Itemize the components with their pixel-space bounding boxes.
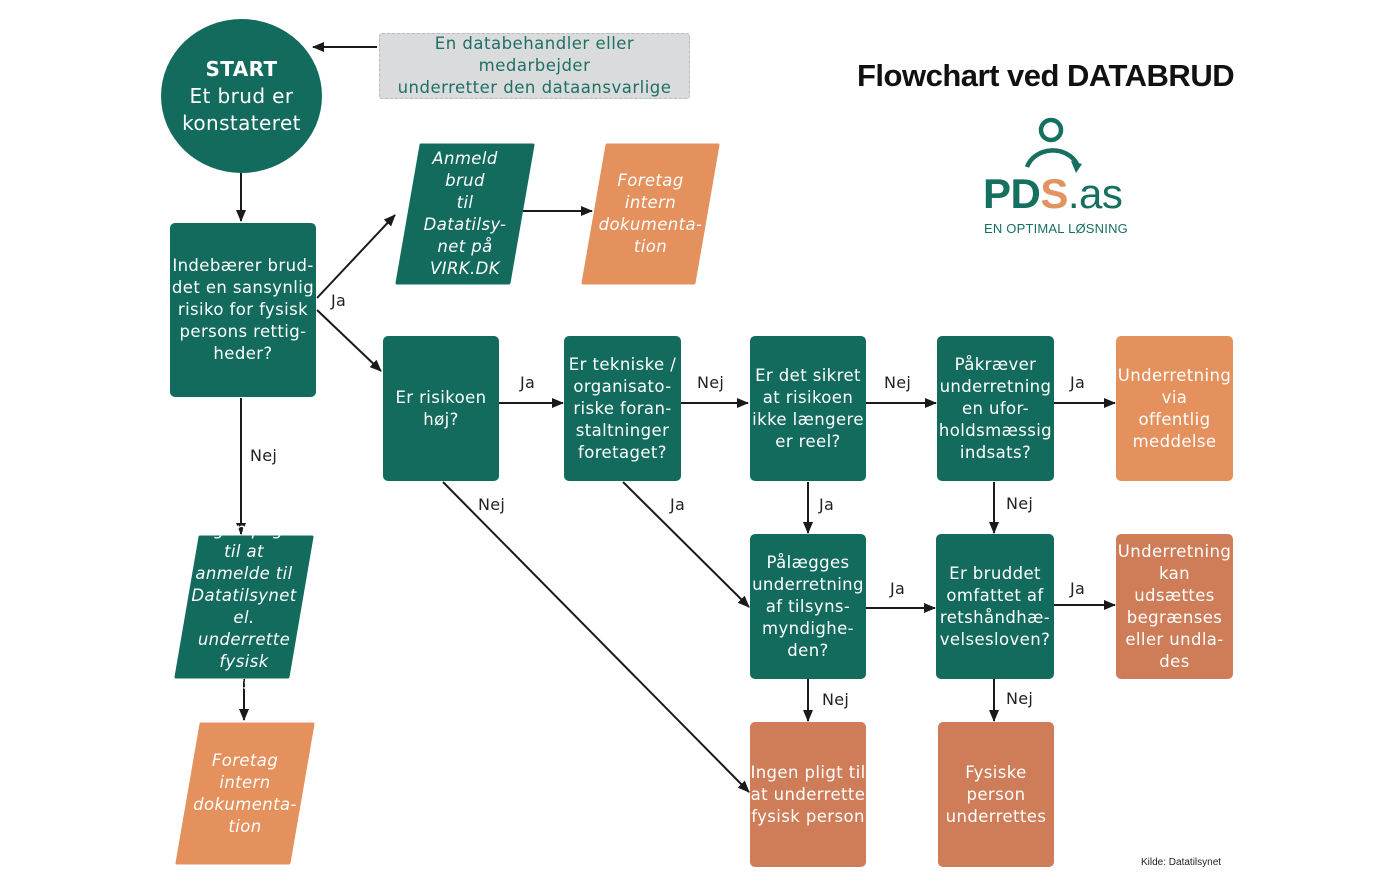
source-credit: Kilde: Datatilsynet xyxy=(1141,857,1222,868)
outcome-notification-deferred: Underretning kan udsættes begrænses elle… xyxy=(1116,534,1233,679)
logo-accent-letter: S xyxy=(1040,170,1068,217)
edge-label-bruddet-nej: Nej xyxy=(1006,689,1034,708)
decision-measures-taken: Er tekniske / organisato- riske foran- s… xyxy=(564,336,681,481)
no-obligation-to-report-text: Ingen pligt til at anmelde til Datatilsy… xyxy=(191,520,297,693)
edge-label-q1-ja: Ja xyxy=(331,291,347,310)
decision-law-enforcement-act: Er bruddet omfattet af retshåndhæ- velse… xyxy=(936,534,1054,679)
edge-label-risiko-nej: Nej xyxy=(478,495,506,514)
arrow-q1-to-anmeld xyxy=(316,214,396,299)
decision-risk-high: Er risikoen høj? xyxy=(383,336,499,481)
edge-label-risiko-ja: Ja xyxy=(520,373,536,392)
arrow-risiko-to-ingen-pligt-underrette xyxy=(442,481,750,793)
action-internal-documentation-bottom: Foretag intern dokumenta- tion xyxy=(175,722,315,865)
start-text: Et brud er konstateret xyxy=(182,83,301,135)
arrow-q1-to-risiko xyxy=(316,309,382,372)
start-title: START xyxy=(205,56,278,81)
edge-label-q1-nej: Nej xyxy=(250,446,278,465)
report-to-datatilsynet-text: Anmeld brud til Datatilsy- net på VIRK.D… xyxy=(423,149,507,278)
internal-documentation-bottom-text: Foretag intern dokumenta- tion xyxy=(193,750,297,836)
edge-label-paalaegges-nej: Nej xyxy=(822,690,850,709)
edge-label-bruddet-ja: Ja xyxy=(1070,579,1086,598)
outcome-no-obligation-to-notify: Ingen pligt til at underrette fysisk per… xyxy=(750,722,866,867)
logo-main-text: PD xyxy=(983,170,1041,217)
edge-label-paakraever-ja: Ja xyxy=(1070,373,1086,392)
outcome-no-obligation-to-report: Ingen pligt til at anmelde til Datatilsy… xyxy=(174,520,314,693)
arrow-tekniske-to-paalaegges xyxy=(622,481,750,608)
pds-logo-person-icon xyxy=(1024,117,1082,173)
edge-label-tekniske-nej: Nej xyxy=(697,373,725,392)
edge-label-tekniske-ja: Ja xyxy=(670,495,686,514)
edge-label-sikret-nej: Nej xyxy=(884,373,912,392)
decision-risk-no-longer-real: Er det sikret at risikoen ikke længere e… xyxy=(750,336,866,481)
internal-documentation-top-text: Foretag intern dokumenta- tion xyxy=(598,171,703,256)
action-report-to-datatilsynet: Anmeld brud til Datatilsy- net på VIRK.D… xyxy=(395,143,535,285)
edge-label-sikret-ja: Ja xyxy=(819,495,835,514)
logo-suffix: .as xyxy=(1067,170,1123,217)
decision-disproportionate-effort: Påkræver underretning en ufor- holdsmæss… xyxy=(937,336,1054,481)
start-node: START Et brud er konstateret xyxy=(161,19,322,173)
outcome-data-subject-notified: Fysiske person underrettes xyxy=(938,722,1054,867)
outcome-public-notice: Underretning via offentlig meddelse xyxy=(1116,336,1233,481)
page-title: Flowchart ved DATABRUD xyxy=(857,58,1235,93)
edge-label-paakraever-nej: Nej xyxy=(1006,494,1034,513)
decision-ordered-by-authority: Pålægges underretning af tilsyns- myndig… xyxy=(750,534,866,679)
pds-logo-wordmark: PDS.as xyxy=(983,170,1123,218)
action-internal-documentation-top: Foretag intern dokumenta- tion xyxy=(581,143,720,285)
decision-risk-to-rights: Indebærer brud- det en sansynlig risiko … xyxy=(170,223,316,397)
edge-label-paalaegges-ja: Ja xyxy=(890,579,906,598)
logo-tagline: EN OPTIMAL LØSNING xyxy=(984,221,1128,236)
notification-note: En databehandler eller medarbejder under… xyxy=(379,33,690,99)
